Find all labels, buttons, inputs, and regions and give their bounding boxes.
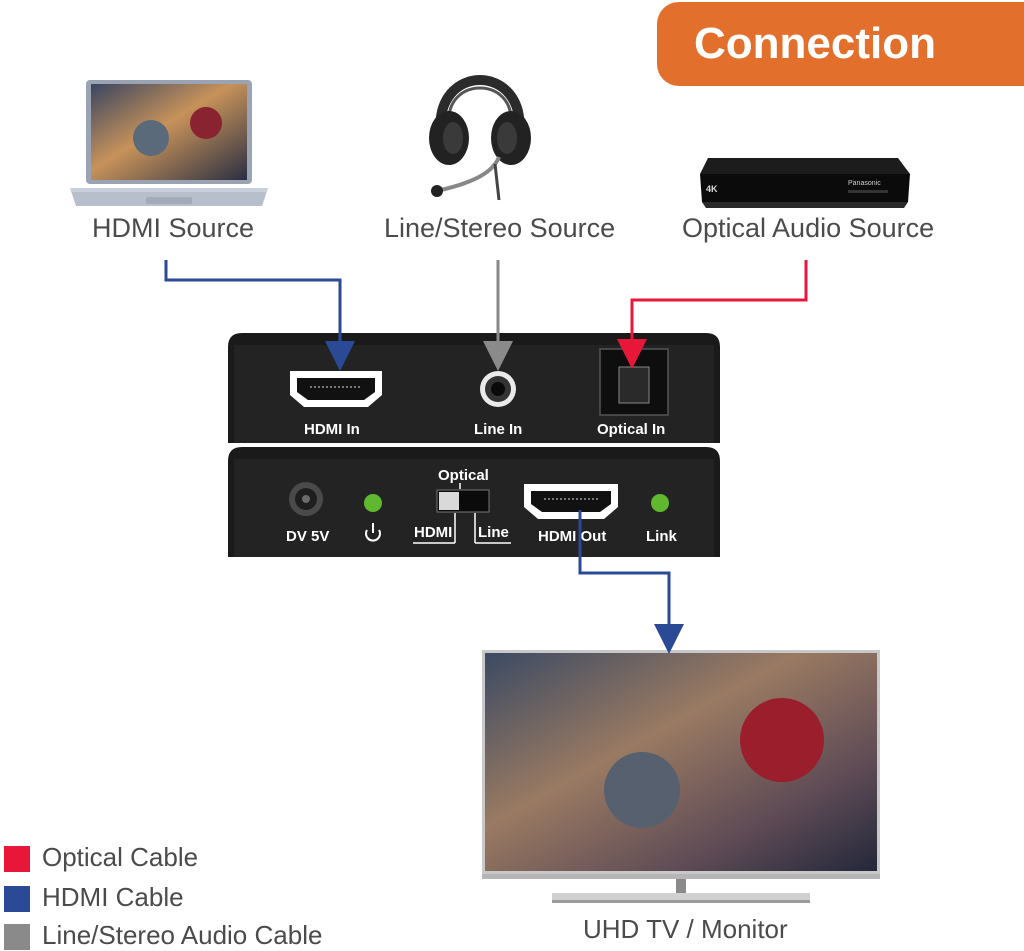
switch-optical-label: Optical [438, 467, 489, 484]
bluray-player-icon: 4K Panasonic [700, 158, 910, 208]
legend-label-optical: Optical Cable [42, 842, 199, 872]
optical-source-label: Optical Audio Source [682, 213, 935, 243]
power-icon [365, 523, 381, 542]
optical-in-label: Optical In [597, 421, 666, 438]
tv-icon [482, 650, 880, 903]
sink-label: UHD TV / Monitor [583, 914, 788, 944]
page-title: Connection [694, 19, 936, 68]
bluray-brand-text: Panasonic [848, 180, 881, 187]
power-led [364, 494, 382, 512]
bluray-badge-text: 4K [706, 184, 718, 194]
legend-swatch-optical [4, 846, 30, 872]
legend-swatch-hdmi [4, 886, 30, 912]
line-in-label: Line In [474, 421, 523, 438]
switch-line-label: Line [478, 524, 509, 541]
hdmi-input-cable [164, 260, 355, 371]
connection-title-badge: Connection [657, 2, 1024, 86]
headset-icon [429, 75, 531, 201]
line-source-label: Line/Stereo Source [384, 213, 616, 243]
legend-label-hdmi: HDMI Cable [42, 882, 184, 912]
hdmi-out-label: HDMI Out [538, 528, 607, 545]
switch-hdmi-label: HDMI [414, 524, 453, 541]
legend-swatch-line [4, 924, 30, 950]
device-output-panel [228, 447, 720, 557]
hdmi-in-label: HDMI In [304, 421, 360, 438]
laptop-icon [70, 80, 268, 206]
optical-input-cable [617, 260, 808, 369]
link-label: Link [646, 528, 677, 545]
legend-label-line: Line/Stereo Audio Cable [42, 920, 323, 950]
dv-5v-label: DV 5V [286, 528, 330, 545]
link-led [651, 494, 669, 512]
hdmi-output-cable [578, 510, 684, 654]
hdmi-source-label: HDMI Source [92, 213, 255, 243]
